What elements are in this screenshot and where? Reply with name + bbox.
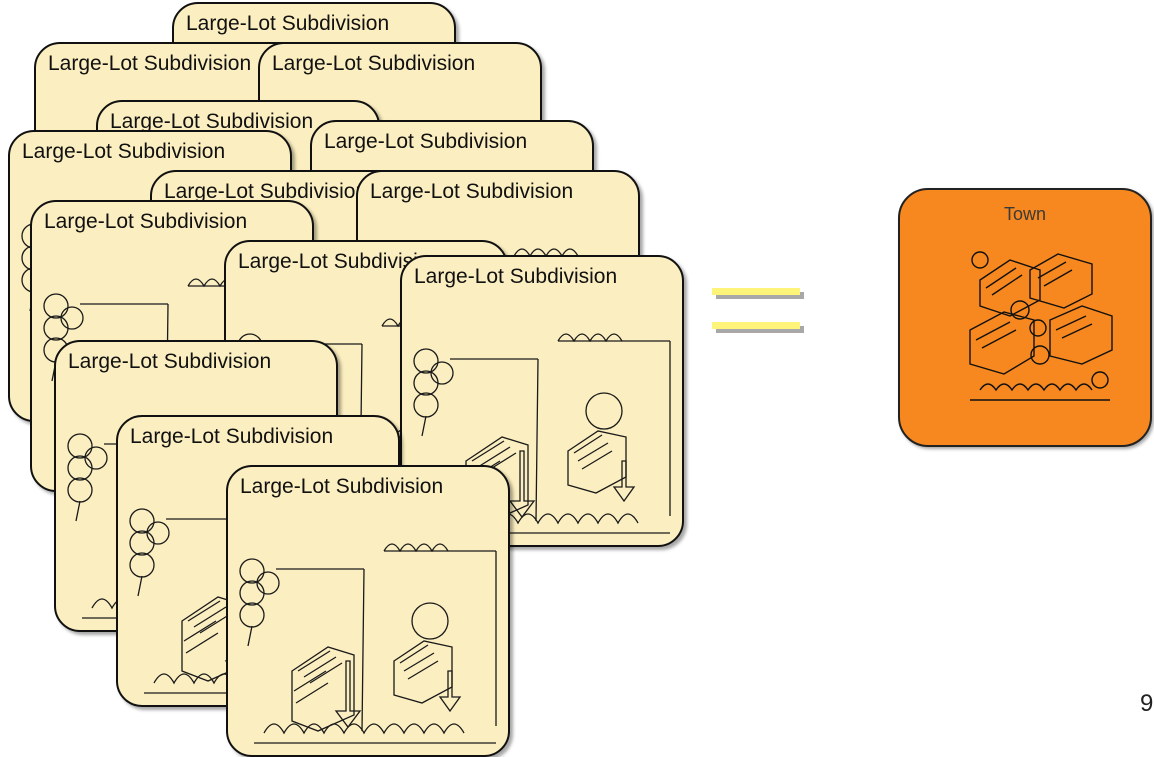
town-sketch-icon bbox=[969, 251, 1113, 401]
subdivision-card-title: Large-Lot Subdivision bbox=[130, 425, 334, 448]
town-card: Town bbox=[898, 188, 1152, 447]
subdivision-card-title: Large-Lot Subdivision bbox=[240, 475, 444, 498]
subdivision-card-title: Large-Lot Subdivision bbox=[414, 265, 618, 288]
subdivision-sketch-icon bbox=[239, 543, 497, 744]
subdivision-card-title: Large-Lot Subdivision bbox=[272, 52, 476, 75]
subdivision-card-title: Large-Lot Subdivision bbox=[68, 350, 272, 373]
subdivision-card-title: Large-Lot Subdivision bbox=[44, 210, 248, 233]
subdivision-card-title: Large-Lot Subdivision bbox=[22, 140, 226, 163]
subdivision-card-title: Large-Lot Subdivision bbox=[370, 180, 574, 203]
subdivision-card-title: Large-Lot Subdivision bbox=[324, 130, 528, 153]
equals-sign-bottom-bar bbox=[712, 322, 800, 329]
subdivision-card-title: Large-Lot Subdivision bbox=[238, 250, 442, 273]
subdivision-card-title: Large-Lot Subdivision bbox=[186, 12, 390, 35]
town-card-title: Town bbox=[1003, 204, 1047, 224]
page-number: 9 bbox=[1140, 690, 1154, 717]
equals-sign-top-bar bbox=[712, 288, 800, 295]
subdivision-card-title: Large-Lot Subdivision bbox=[48, 52, 252, 75]
subdivision-card-title: Large-Lot Subdivision bbox=[164, 180, 368, 203]
subdivision-card-title: Large-Lot Subdivision bbox=[110, 110, 314, 133]
subdivision-card: Large-Lot Subdivision bbox=[226, 465, 510, 757]
